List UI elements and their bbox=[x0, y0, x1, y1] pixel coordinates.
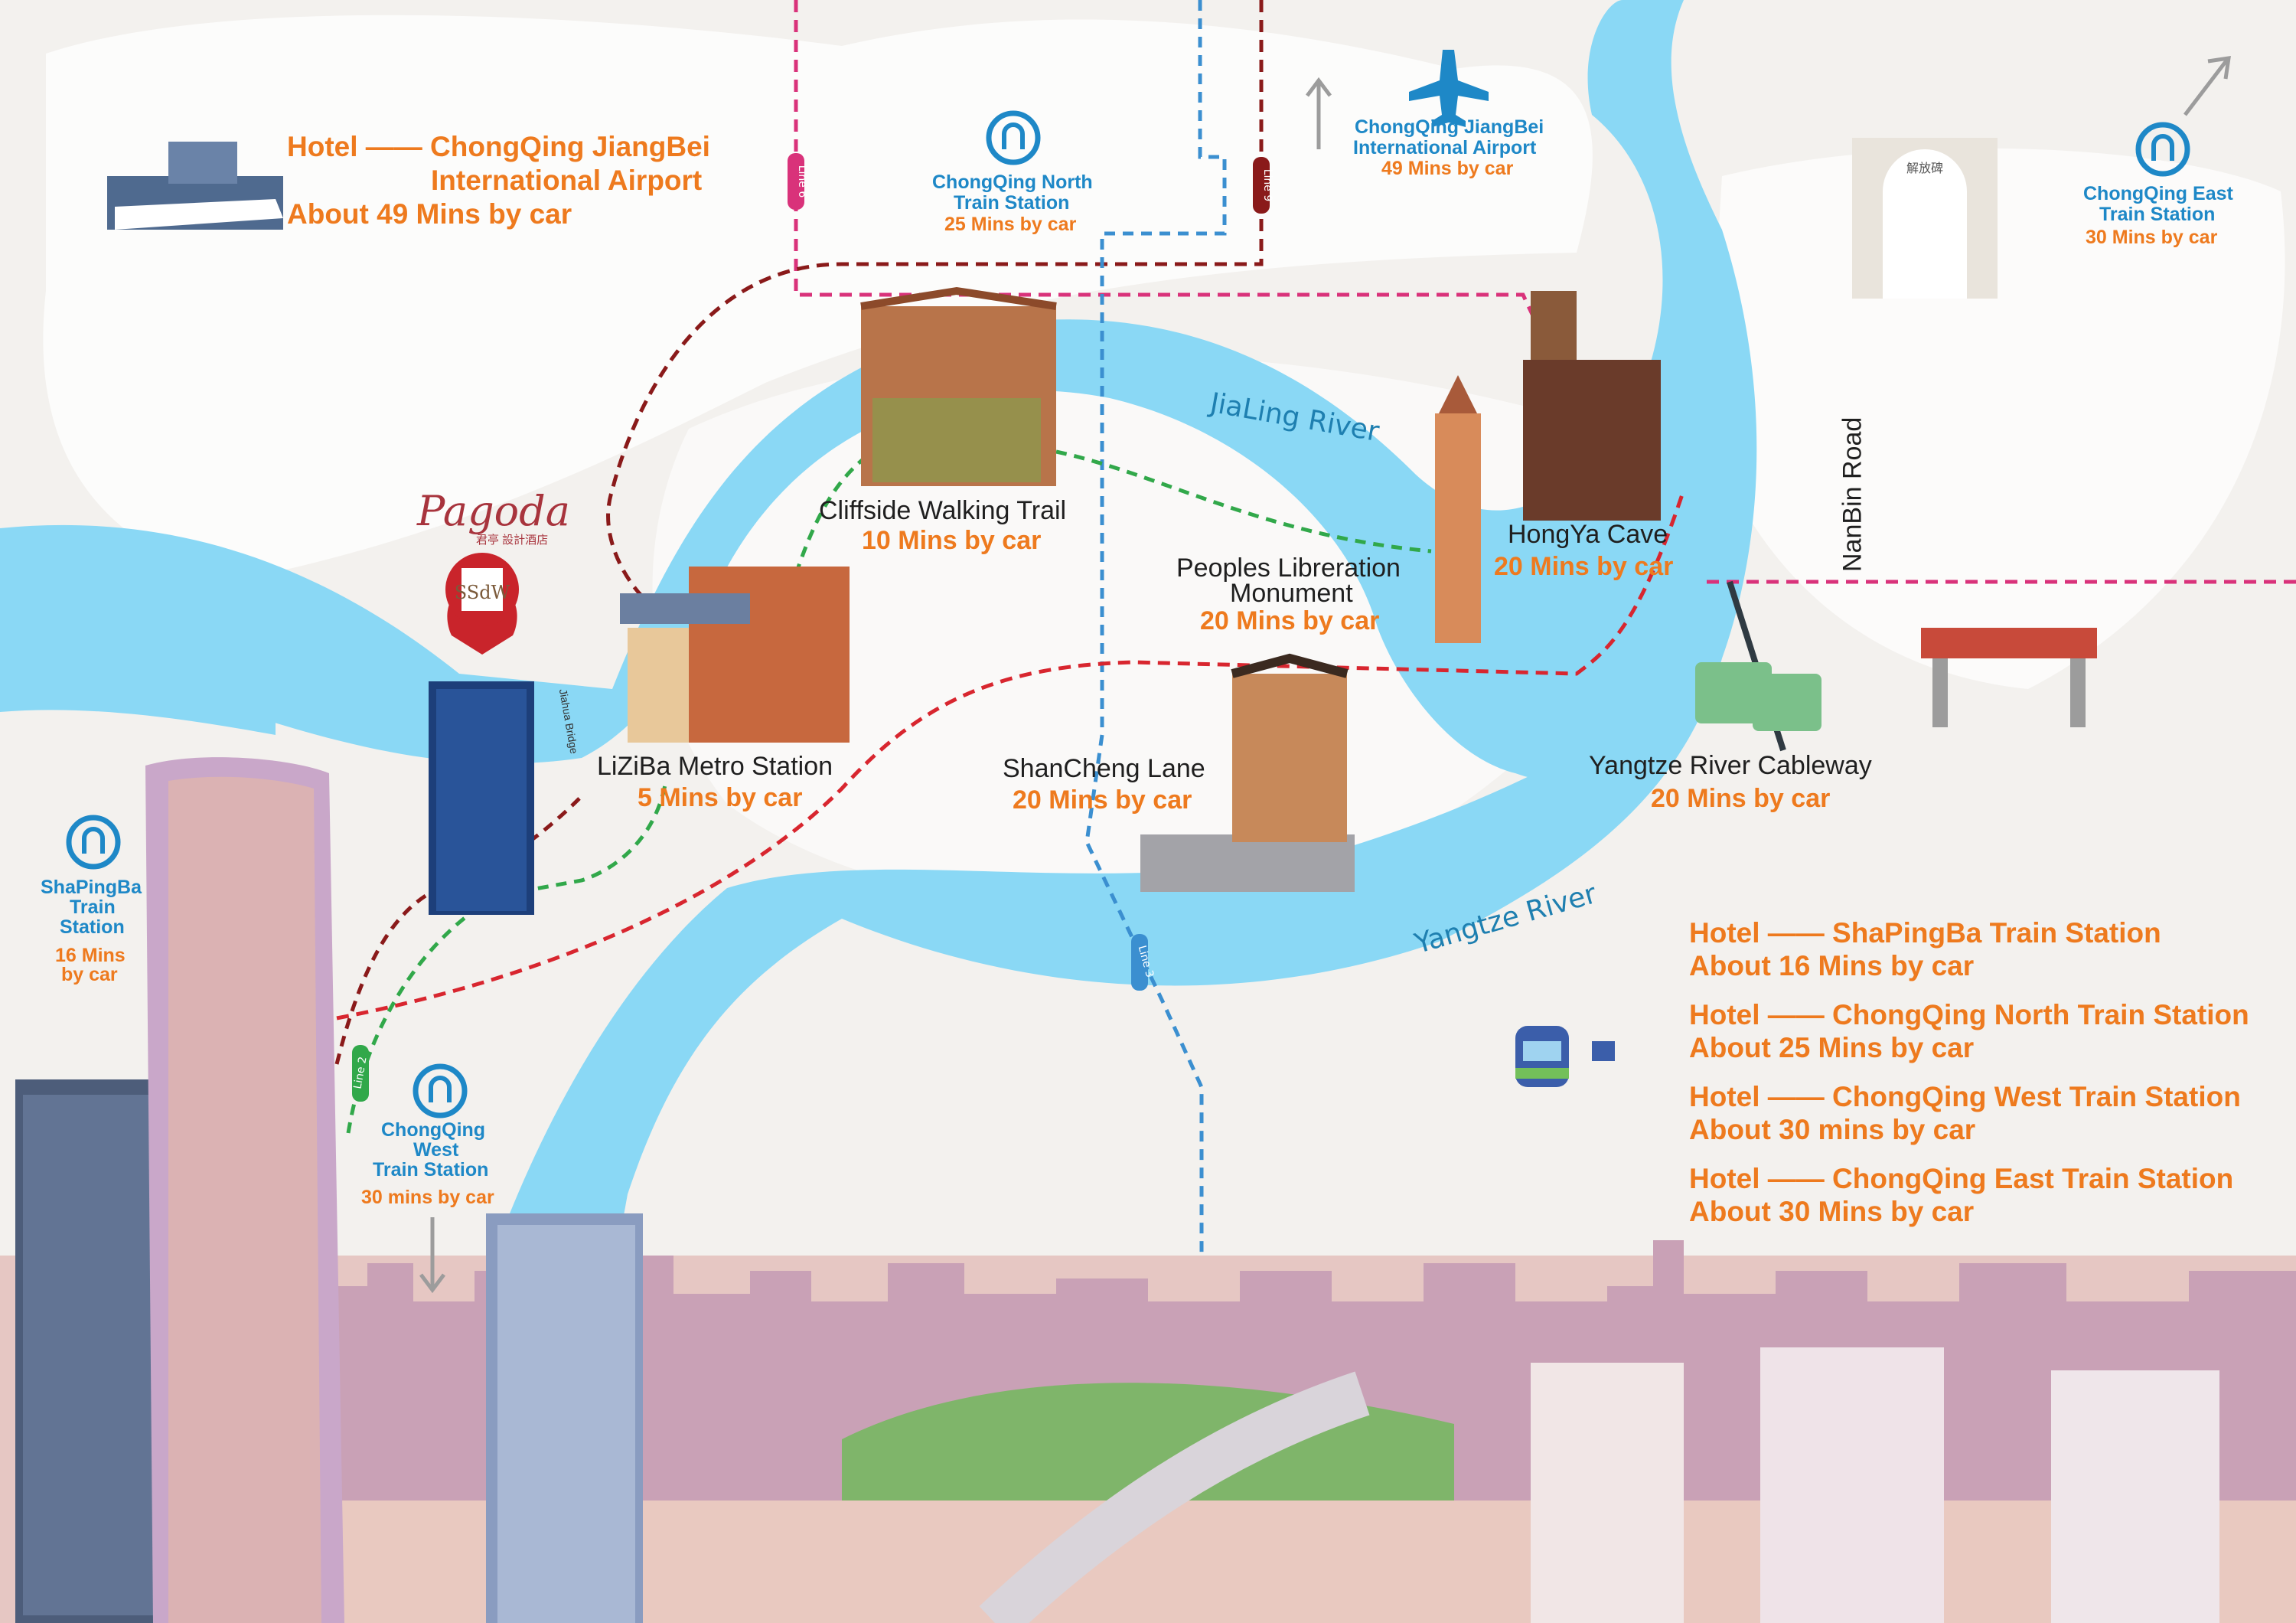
airport-icon bbox=[107, 142, 283, 230]
shapingba-label-line1: ShaPingBa bbox=[41, 877, 142, 898]
shapingba-time2: by car bbox=[61, 964, 118, 985]
shapingba-label-line2: Train bbox=[70, 896, 116, 918]
hongya-time: 20 Mins by car bbox=[1494, 552, 1674, 581]
line-9-tag: Line 9 bbox=[1253, 157, 1274, 214]
nanbin-road-label: NanBin Road bbox=[1838, 416, 1867, 572]
tower-pagoda-front bbox=[486, 1213, 643, 1623]
legend-item-2-line2: About 25 Mins by car bbox=[1689, 1031, 1975, 1063]
arrow-up-icon bbox=[1306, 77, 1332, 149]
legend-item-4-line2: About 30 Mins by car bbox=[1689, 1195, 1975, 1227]
plane-icon bbox=[1409, 50, 1489, 127]
cableway bbox=[1695, 580, 1821, 752]
line-2-tag: Line 2 bbox=[351, 1045, 370, 1102]
metro-line-9 bbox=[606, 0, 1264, 599]
monument-time: 20 Mins by car bbox=[1200, 606, 1380, 635]
hongya-name: HongYa Cave bbox=[1508, 520, 1668, 549]
airport-label-line2: International Airport bbox=[1353, 137, 1537, 158]
legend-item-4-line1: Hotel —— ChongQing East Train Station bbox=[1689, 1163, 2234, 1195]
svg-text:Line 6: Line 6 bbox=[796, 165, 808, 198]
route-red bbox=[336, 489, 1686, 1020]
monument-name-line1: Peoples Libreration bbox=[1176, 554, 1401, 583]
shancheng-building bbox=[1140, 653, 1355, 892]
airport-label-time: 49 Mins by car bbox=[1381, 158, 1514, 179]
north-station-label-line1: ChongQing North bbox=[932, 171, 1093, 193]
travel-time-legend: Hotel —— ShaPingBa Train Station About 1… bbox=[1689, 917, 2249, 1228]
yangtze-river bbox=[459, 658, 1722, 1363]
north-station-label-line2: Train Station bbox=[954, 192, 1070, 214]
hotel-brand-sub: 君亭 設計酒店 bbox=[476, 534, 549, 547]
land-patch-north bbox=[43, 15, 1593, 582]
shapingba-time1: 16 Mins bbox=[55, 945, 126, 966]
airport-callout-line3: About 49 Mins by car bbox=[287, 198, 572, 230]
monument-name-line2: Monument bbox=[1230, 579, 1353, 608]
location-pin-icon: SSdW bbox=[445, 553, 519, 655]
land-patch-east bbox=[1707, 148, 2285, 690]
river-strip bbox=[329, 1501, 2296, 1623]
arrow-down-icon bbox=[419, 1217, 445, 1294]
railway-logo-icon bbox=[986, 110, 1041, 165]
shancheng-name: ShanCheng Lane bbox=[1003, 754, 1205, 783]
apartment-2 bbox=[1760, 1347, 1944, 1623]
legend-item-3-line1: Hotel —— ChongQing West Train Station bbox=[1689, 1081, 2241, 1113]
airport-callout-line2: International Airport bbox=[431, 165, 703, 196]
west-station-time: 30 mins by car bbox=[361, 1187, 494, 1208]
legend-item-1-line2: About 16 Mins by car bbox=[1689, 949, 1975, 981]
hotel-tower bbox=[429, 681, 534, 915]
airport-callout-line1: Hotel —— ChongQing JiangBei bbox=[287, 131, 710, 162]
monument-tower bbox=[1435, 375, 1481, 643]
svg-text:SSdW: SSdW bbox=[455, 582, 510, 603]
river-west-arm bbox=[0, 528, 276, 735]
legend-item-2-line1: Hotel —— ChongQing North Train Station bbox=[1689, 999, 2249, 1031]
svg-text:解放碑: 解放碑 bbox=[1906, 161, 1943, 175]
line-3-tag: Line 3 bbox=[1131, 934, 1156, 991]
elevated-road bbox=[979, 1371, 1370, 1623]
shancheng-time: 20 Mins by car bbox=[1013, 785, 1192, 815]
east-station-label-line1: ChongQing East bbox=[2083, 183, 2233, 204]
west-station-label-line1: ChongQing bbox=[381, 1119, 486, 1141]
legend-item-3-line2: About 30 mins by car bbox=[1689, 1113, 1976, 1145]
cliffside-name: Cliffside Walking Trail bbox=[819, 496, 1067, 525]
cableway-name: Yangtze River Cableway bbox=[1589, 751, 1872, 780]
liziba-time: 5 Mins by car bbox=[638, 783, 803, 812]
train-icon bbox=[1515, 1026, 1615, 1087]
liziba-station bbox=[620, 567, 850, 743]
east-gate-archway bbox=[1921, 628, 2097, 727]
east-station-time: 30 Mins by car bbox=[2086, 227, 2218, 248]
metro-line-3 bbox=[1084, 0, 1227, 1301]
svg-text:Line 2: Line 2 bbox=[351, 1056, 369, 1090]
line-6-tag: Line 6 bbox=[788, 153, 808, 210]
legend-item-1-line1: Hotel —— ShaPingBa Train Station bbox=[1689, 917, 2161, 949]
airport-label-line1: ChongQing JiangBei bbox=[1355, 116, 1544, 138]
jiefangbei-gate: 解放碑 bbox=[1852, 138, 1998, 299]
railway-logo-icon bbox=[66, 815, 121, 870]
tower-twisted bbox=[145, 757, 344, 1623]
arrow-diagonal-icon bbox=[2183, 56, 2231, 116]
apartment-3 bbox=[2051, 1370, 2219, 1623]
east-station-label-line2: Train Station bbox=[2099, 204, 2216, 225]
railway-logo-icon bbox=[413, 1063, 468, 1118]
railway-logo-icon bbox=[2135, 122, 2190, 177]
apartment-1 bbox=[1531, 1363, 1684, 1623]
hotel-brand: Pagoda bbox=[417, 487, 570, 535]
cliffside-time: 10 Mins by car bbox=[862, 526, 1042, 555]
liziba-name: LiZiBa Metro Station bbox=[597, 752, 833, 781]
west-station-label-line3: Train Station bbox=[373, 1159, 489, 1181]
shapingba-label-line3: Station bbox=[60, 916, 125, 938]
svg-text:Line 9: Line 9 bbox=[1261, 169, 1274, 202]
skyline bbox=[0, 1240, 2296, 1623]
cliffside-building bbox=[860, 286, 1057, 486]
cableway-time: 20 Mins by car bbox=[1651, 784, 1831, 813]
north-station-time: 25 Mins by car bbox=[944, 214, 1077, 235]
west-station-label-line2: West bbox=[413, 1139, 459, 1161]
hongya-building bbox=[1523, 291, 1661, 521]
